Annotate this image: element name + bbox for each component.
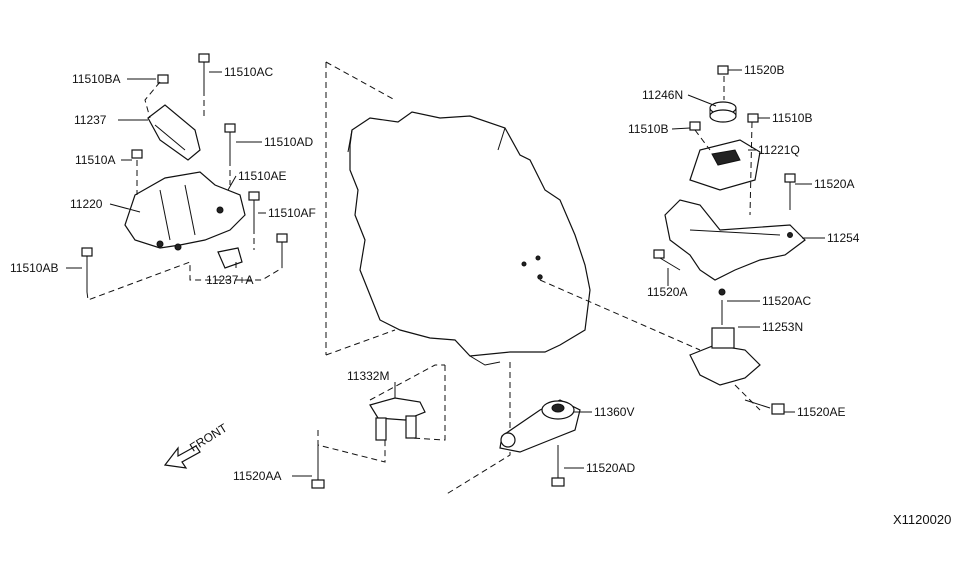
engine-block: [347, 111, 591, 366]
bracket-11332m: [311, 364, 446, 489]
label-11520aa: 11520AA: [233, 469, 282, 483]
label-11237: 11237: [74, 113, 107, 127]
label-11520b: 11520B: [744, 63, 784, 77]
label-11510b-left: 11510B: [628, 122, 668, 136]
label-11510b-right: 11510B: [772, 111, 812, 125]
part-labels: 11510BA 11510AC 11237 11510AD 11510A 115…: [10, 63, 951, 527]
label-11510ba: 11510BA: [72, 72, 121, 86]
engine-dash-outline: [325, 61, 396, 356]
label-11221q: 11221Q: [758, 143, 800, 157]
diagram-code: X1120020: [893, 512, 951, 527]
label-11246n: 11246N: [642, 88, 683, 102]
torque-rod-11360v: [499, 399, 581, 487]
label-11510ac: 11510AC: [224, 65, 273, 79]
label-11510ad: 11510AD: [264, 135, 313, 149]
label-11237a: 11237+A: [206, 273, 254, 287]
label-11220: 11220: [70, 197, 103, 211]
label-11360v: 11360V: [594, 405, 634, 419]
left-mount-assembly: [81, 53, 288, 301]
label-11510af: 11510AF: [268, 206, 316, 220]
label-11332m: 11332M: [347, 369, 389, 383]
front-direction-arrow-icon: [163, 445, 201, 469]
front-label: FRONT: [187, 420, 230, 454]
right-mount-assembly: [653, 65, 806, 415]
label-11510a-left: 11510A: [75, 153, 115, 167]
leader-lines: [66, 69, 825, 477]
label-11510ae: 11510AE: [238, 169, 287, 183]
label-11520ac: 11520AC: [762, 294, 811, 308]
label-11520a-left: 11520A: [647, 285, 687, 299]
label-11254: 11254: [827, 231, 860, 245]
label-11510ab: 11510AB: [10, 261, 59, 275]
label-11520ae: 11520AE: [797, 405, 846, 419]
label-11520a-right: 11520A: [814, 177, 854, 191]
label-11253n: 11253N: [762, 320, 803, 334]
label-11520ad: 11520AD: [586, 461, 635, 475]
